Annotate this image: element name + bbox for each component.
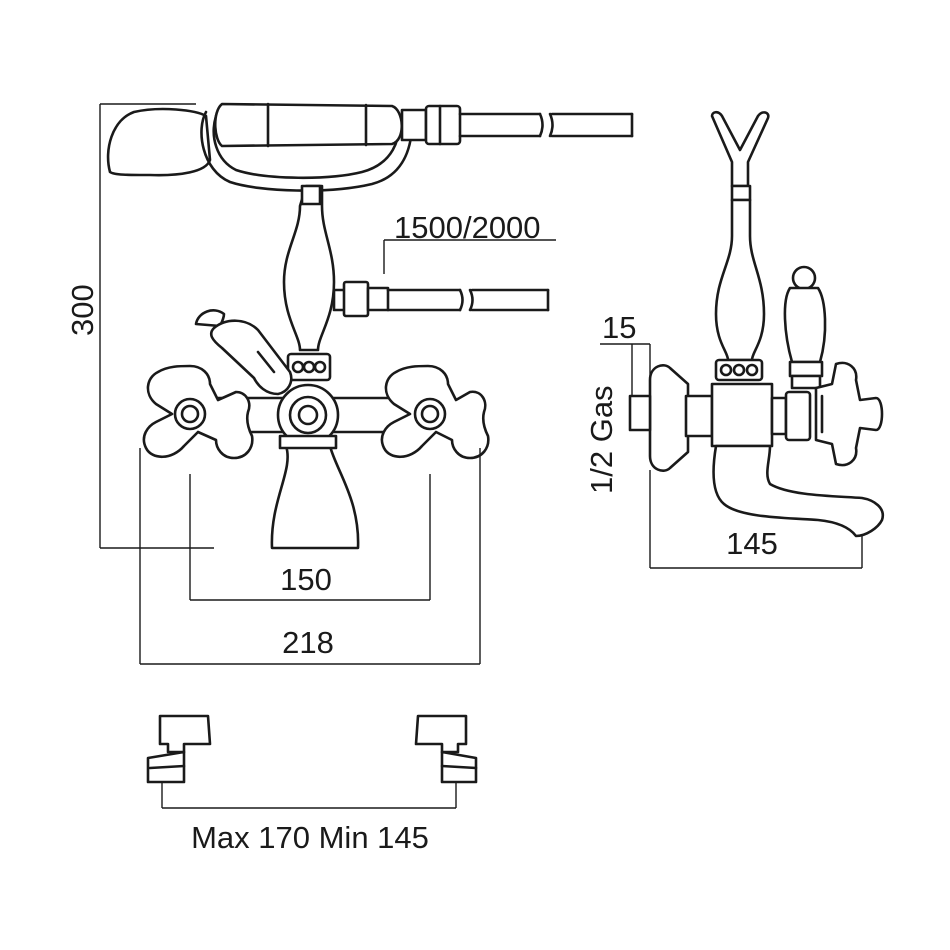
right-cross-handle [380, 364, 490, 460]
front-view: 300 1500/2000 150 218 [65, 102, 634, 665]
projection-dimension: 145 [649, 470, 863, 569]
wall-flange [648, 364, 690, 472]
eccentric-fittings: Max 170 Min 145 [146, 714, 478, 855]
side-view: 15 1/2 Gas 145 [584, 110, 885, 569]
lower-hose [386, 288, 550, 312]
handset-cradle [200, 110, 414, 192]
overall-width-label: 218 [282, 625, 334, 660]
centers-dimension: 150 [190, 562, 430, 601]
connection-label: 1/2 Gas [584, 385, 619, 494]
left-cross-handle [142, 364, 254, 460]
right-eccentric [414, 714, 478, 784]
shower-head [106, 107, 212, 177]
side-lever [783, 265, 827, 390]
handset-hook [710, 110, 770, 188]
overall-width-dimension: 218 [140, 625, 480, 665]
diverter-lever [194, 309, 293, 396]
height-label: 300 [65, 284, 100, 336]
spout-base [270, 444, 360, 550]
side-column [714, 198, 766, 362]
wall-offset-dimension: 15 [600, 310, 651, 396]
hose-length-dimension: 1500/2000 [383, 210, 556, 274]
projection-label: 145 [726, 526, 778, 561]
height-dimension: 300 [65, 103, 214, 549]
column [282, 184, 336, 352]
upper-hose [458, 112, 634, 138]
hose-length-label: 1500/2000 [394, 210, 541, 245]
collar-nut [286, 352, 332, 382]
wall-offset-label: 15 [602, 310, 636, 345]
eccentric-range-label: Max 170 Min 145 [191, 820, 429, 855]
side-cross-handle [814, 361, 884, 467]
left-eccentric [146, 714, 212, 784]
handset-handle [213, 102, 404, 148]
side-spout [712, 444, 885, 538]
centers-label: 150 [280, 562, 332, 597]
side-body [710, 382, 774, 448]
